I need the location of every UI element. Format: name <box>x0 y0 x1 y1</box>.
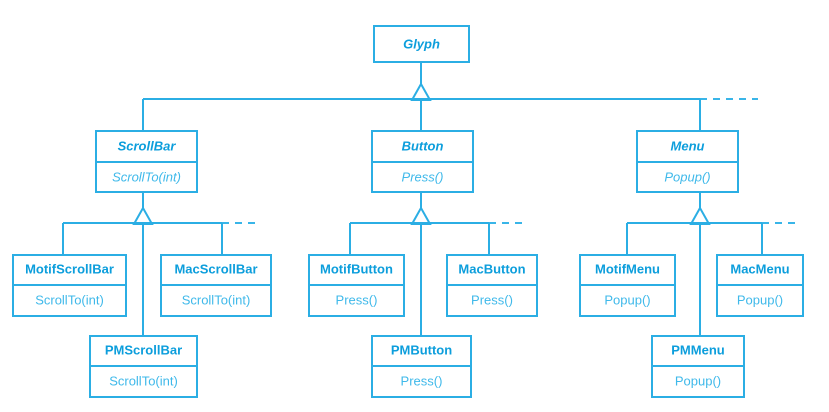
class-box-macscrollbar[interactable]: MacScrollBar ScrollTo(int) <box>160 254 272 317</box>
class-box-pmscrollbar[interactable]: PMScrollBar ScrollTo(int) <box>89 335 198 398</box>
class-name-pmbutton: PMButton <box>391 342 452 357</box>
glyph-generalization-triangle <box>410 81 432 101</box>
class-name-pmmenu: PMMenu <box>671 342 725 357</box>
class-name-macbutton: MacButton <box>458 261 525 276</box>
class-operation-motifmenu: Popup() <box>604 292 650 307</box>
class-box-macmenu[interactable]: MacMenu Popup() <box>716 254 804 317</box>
class-operation-menu: Popup() <box>664 169 710 184</box>
class-name-macscrollbar: MacScrollBar <box>174 261 257 276</box>
class-name-button: Button <box>402 138 444 153</box>
class-operation-button: Press() <box>402 169 444 184</box>
class-operation-pmscrollbar: ScrollTo(int) <box>109 373 178 388</box>
class-operation-macbutton: Press() <box>471 292 513 307</box>
class-name-motifmenu: MotifMenu <box>595 261 660 276</box>
class-name-pmscrollbar: PMScrollBar <box>105 342 182 357</box>
class-box-pmbutton[interactable]: PMButton Press() <box>371 335 472 398</box>
class-name-scrollbar: ScrollBar <box>118 138 177 153</box>
class-operation-scrollbar: ScrollTo(int) <box>112 169 181 184</box>
class-box-macbutton[interactable]: MacButton Press() <box>446 254 538 317</box>
class-name-glyph: Glyph <box>403 36 440 51</box>
class-box-scrollbar[interactable]: ScrollBar ScrollTo(int) <box>95 130 198 193</box>
class-name-menu: Menu <box>671 138 705 153</box>
class-name-macmenu: MacMenu <box>730 261 789 276</box>
class-box-glyph-frame <box>373 25 470 63</box>
generalization-button <box>349 192 524 336</box>
class-operation-macmenu: Popup() <box>737 292 783 307</box>
menu-generalization-triangle <box>689 205 711 225</box>
class-box-glyph[interactable]: Glyph <box>373 25 470 63</box>
generalization-menu <box>626 192 800 336</box>
button-generalization-triangle <box>410 205 432 225</box>
generalization-scrollbar <box>62 192 256 336</box>
class-operation-motifbutton: Press() <box>336 292 378 307</box>
class-operation-pmbutton: Press() <box>401 373 443 388</box>
class-name-motifscrollbar: MotifScrollBar <box>25 261 114 276</box>
generalization-glyph <box>142 62 758 131</box>
class-operation-macscrollbar: ScrollTo(int) <box>182 292 251 307</box>
class-operation-motifscrollbar: ScrollTo(int) <box>35 292 104 307</box>
class-name-motifbutton: MotifButton <box>320 261 393 276</box>
scrollbar-generalization-triangle <box>132 205 154 225</box>
class-box-motifscrollbar[interactable]: MotifScrollBar ScrollTo(int) <box>12 254 127 317</box>
class-operation-pmmenu: Popup() <box>675 373 721 388</box>
class-box-menu[interactable]: Menu Popup() <box>636 130 739 193</box>
class-box-pmmenu[interactable]: PMMenu Popup() <box>651 335 745 398</box>
class-box-button[interactable]: Button Press() <box>371 130 474 193</box>
class-box-motifbutton[interactable]: MotifButton Press() <box>308 254 405 317</box>
class-box-motifmenu[interactable]: MotifMenu Popup() <box>579 254 676 317</box>
